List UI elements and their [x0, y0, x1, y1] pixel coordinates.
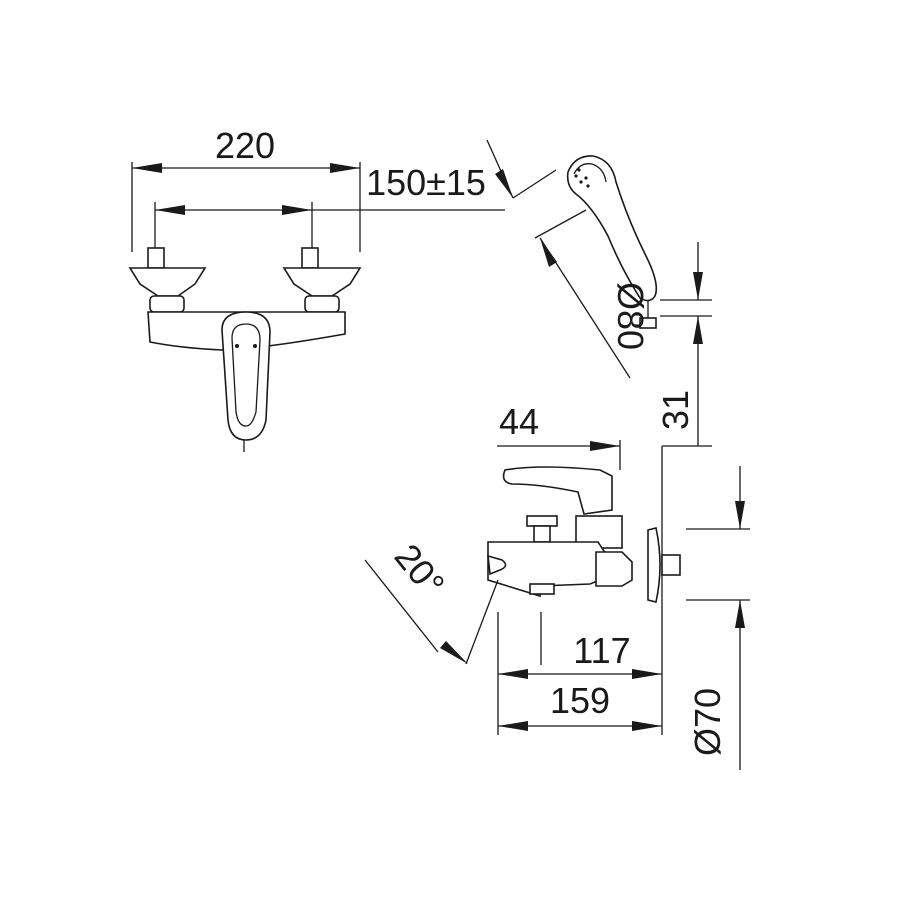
- dim-159-line: [498, 721, 662, 731]
- left-connector: [128, 247, 207, 313]
- wall-flange: [647, 527, 661, 603]
- front-view: 220 150±15: [128, 125, 505, 452]
- side-lever: [502, 466, 613, 515]
- dim-44-line: [497, 441, 620, 451]
- dim-31: 31: [655, 390, 696, 430]
- dim-80: Ø80: [610, 282, 651, 350]
- dim-31-line: [693, 242, 703, 446]
- dim-159: 159: [550, 680, 610, 721]
- diverter-knob: [526, 515, 558, 543]
- dim-20deg: 20°: [387, 536, 453, 604]
- hand-shower: [566, 155, 658, 302]
- dim-70: Ø70: [687, 688, 728, 756]
- hand-shower-view: Ø80 31: [486, 139, 712, 447]
- dim-150: 150±15: [366, 162, 486, 203]
- dim-117: 117: [573, 630, 630, 671]
- dim-44: 44: [499, 401, 539, 442]
- side-mixer-body: [487, 541, 611, 598]
- lever-handle: [221, 311, 271, 452]
- dim-80-line: [539, 237, 631, 379]
- dim-220-line: [132, 163, 360, 173]
- spout: [487, 554, 507, 576]
- dim-117-line: [498, 669, 662, 679]
- right-connector: [282, 247, 362, 313]
- dim-220: 220: [215, 125, 275, 166]
- dim-150-line: [155, 205, 505, 215]
- spray-nozzles: [574, 168, 590, 188]
- side-view: 44 20°: [364, 401, 750, 770]
- dim-70-line: [735, 466, 745, 770]
- angle-arrow: [440, 641, 468, 664]
